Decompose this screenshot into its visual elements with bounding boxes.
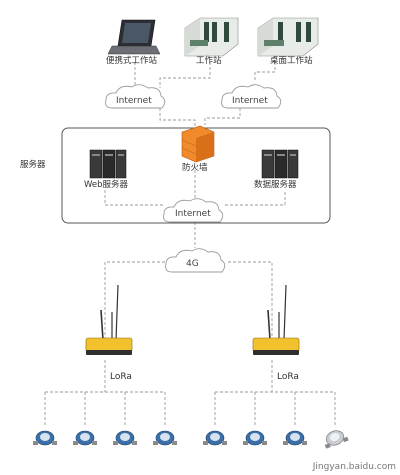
server-group-label: 服务器 <box>20 160 46 170</box>
water-meter-icon <box>113 430 137 446</box>
workstation-label: 工作站 <box>196 56 222 66</box>
line-4g-left <box>104 261 165 345</box>
data-server-label: 数据服务器 <box>254 180 297 190</box>
connection-lines <box>44 62 336 425</box>
cloud-internet-right-icon <box>221 84 282 109</box>
gateway-right-icon <box>252 284 300 355</box>
web-server-label: Web服务器 <box>84 180 129 190</box>
laptop-label: 便携式工作站 <box>106 56 158 66</box>
cloud-4g-icon <box>165 248 226 273</box>
cloud-internet-left-icon <box>105 84 166 109</box>
workstation-room-icon <box>184 17 239 57</box>
line-meter-bus-right <box>214 391 336 425</box>
lora-right-label: LoRa <box>277 372 299 382</box>
water-meter-icon <box>243 430 267 446</box>
line-workstation-cloud <box>159 62 211 88</box>
laptop-icon <box>107 19 161 55</box>
line-server-bus-right <box>225 190 286 206</box>
line-desktop-cloud <box>254 62 276 82</box>
line-meter-bus-left <box>44 391 166 425</box>
watermark: Jingyan.baidu.com <box>312 462 396 472</box>
line-4g-right <box>228 261 273 345</box>
firewall-label: 防火墙 <box>182 163 208 173</box>
cloud-internet-server-icon <box>163 198 224 223</box>
data-server-icon <box>261 149 299 179</box>
gateway-left-icon <box>85 284 133 355</box>
line-cloudleft-firewall <box>159 108 196 130</box>
web-server-icon <box>89 149 127 179</box>
desktop-label: 桌面工作站 <box>270 56 313 66</box>
firewall-icon <box>181 125 215 163</box>
line-server-bus <box>104 190 165 206</box>
water-meter-icon <box>73 430 97 446</box>
cloud-4g-label: 4G <box>186 259 199 269</box>
water-meter-icon <box>153 430 177 446</box>
water-meter-icon <box>324 430 349 449</box>
cloud-internet-right-label: Internet <box>232 96 268 106</box>
water-meter-icon <box>283 430 307 446</box>
desktop-room-icon <box>257 17 319 57</box>
water-meter-icon <box>33 430 57 446</box>
cloud-internet-left-label: Internet <box>116 96 152 106</box>
line-cloudright-firewall <box>204 108 241 125</box>
cloud-internet-server-label: Internet <box>175 209 211 219</box>
water-meter-icon <box>203 430 227 446</box>
lora-left-label: LoRa <box>110 372 132 382</box>
